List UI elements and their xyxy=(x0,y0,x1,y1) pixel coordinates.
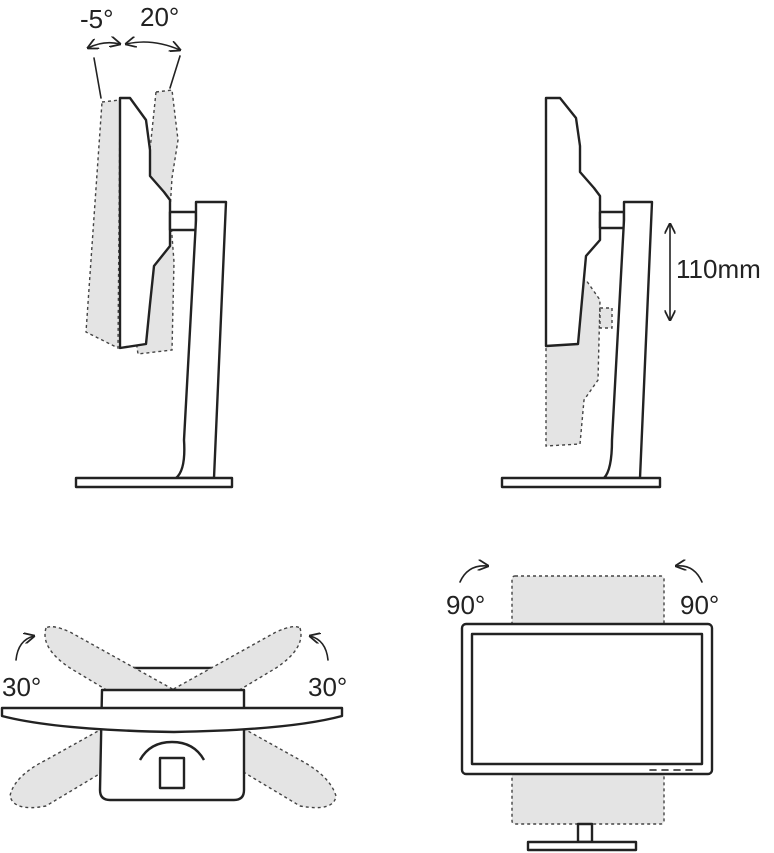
height-stand-column xyxy=(602,200,654,480)
swivel-panel: 30° 30° xyxy=(0,625,347,809)
tilt-forward-arrow xyxy=(126,42,180,50)
tilt-back-label: -5° xyxy=(80,4,114,34)
pivot-right-arrow xyxy=(676,566,703,583)
tilt-stand-base xyxy=(74,476,234,489)
pivot-left-arrow xyxy=(459,566,488,583)
tilt-back-ghost xyxy=(85,99,121,350)
height-stand-base xyxy=(500,476,662,489)
swivel-left-arrow xyxy=(15,636,34,661)
swivel-right-label: 30° xyxy=(308,672,347,702)
swivel-monitor-body xyxy=(0,706,344,734)
pivot-right-label: 90° xyxy=(680,590,719,620)
swivel-right-arrow xyxy=(310,636,329,661)
height-label: 110mm xyxy=(676,254,761,284)
swivel-left-label: 30° xyxy=(2,672,41,702)
tilt-panel: -5° 20° xyxy=(74,2,234,489)
tilt-forward-label: 20° xyxy=(140,2,179,32)
pivot-stand-base xyxy=(526,840,638,852)
pivot-panel: 90° 90° xyxy=(446,566,719,852)
tilt-back-arrow xyxy=(88,43,120,48)
tilt-monitor-body xyxy=(118,96,172,350)
height-panel: 110mm xyxy=(500,96,761,489)
pivot-left-label: 90° xyxy=(446,590,485,620)
height-monitor-body xyxy=(544,96,602,348)
tilt-stand-column xyxy=(174,200,228,480)
